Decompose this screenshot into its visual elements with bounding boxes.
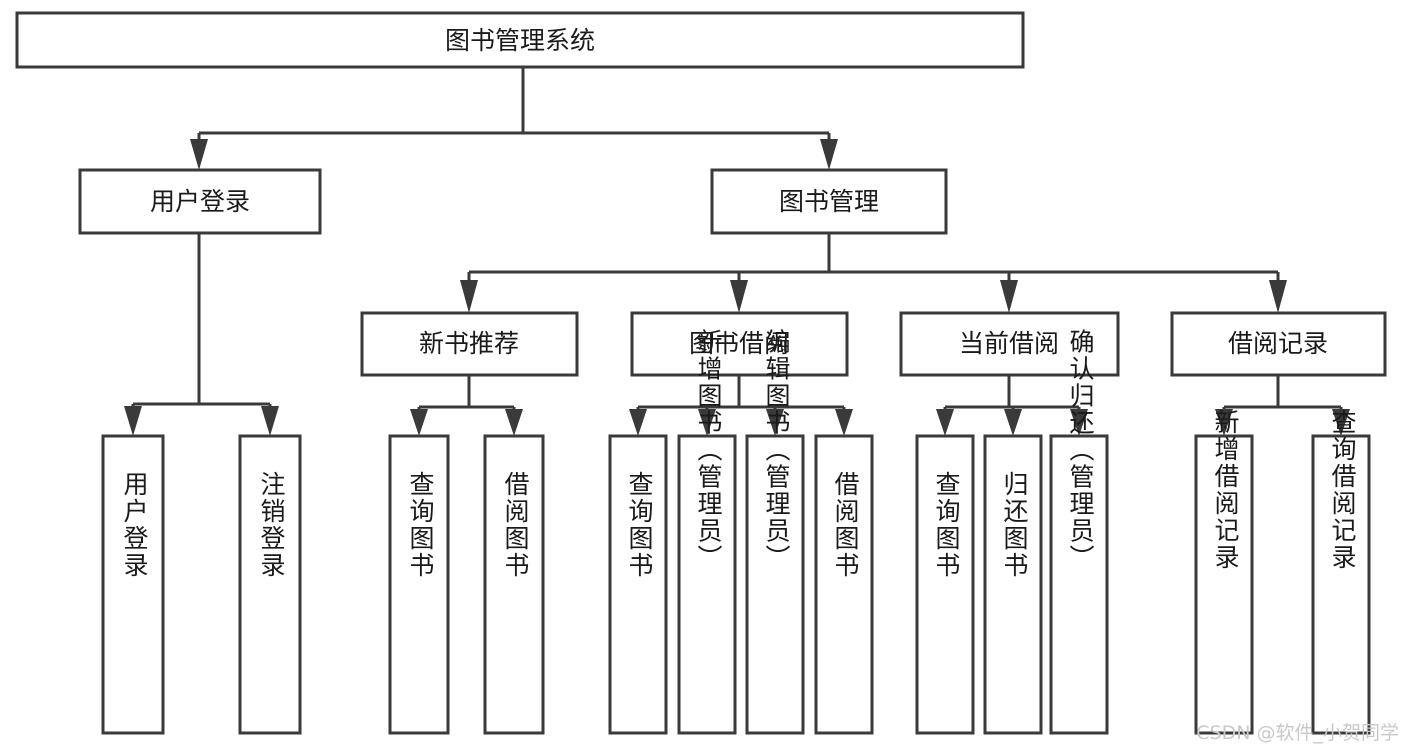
node-leaf-add-book-admin-box[interactable] — [677, 434, 737, 735]
node-book-management[interactable]: 图书管理 — [710, 168, 948, 235]
node-new-book-recommend-box[interactable] — [360, 311, 579, 377]
arrow-book-mgmt-to-new-book — [460, 280, 478, 313]
arrow-new-book-leaf-2 — [505, 409, 523, 436]
arrow-borrow-leaf-1 — [629, 409, 647, 436]
node-leaf-add-book-admin[interactable]: 新增图书（管理员） — [677, 329, 737, 735]
node-leaf-logout[interactable]: 注销登录 — [238, 434, 302, 735]
node-book-borrow[interactable]: 图书借阅 — [630, 311, 849, 377]
arrow-current-leaf-2 — [1004, 409, 1022, 436]
node-leaf-edit-book-admin-box[interactable] — [745, 434, 805, 735]
node-root[interactable]: 图书管理系统 — [15, 11, 1025, 69]
node-book-management-box[interactable] — [710, 168, 948, 235]
node-leaf-logout-box[interactable] — [238, 434, 302, 735]
node-borrow-record-label: 借阅记录 — [1228, 329, 1328, 358]
arrow-book-mgmt-to-record — [1269, 280, 1287, 313]
node-user-login-box[interactable] — [78, 168, 322, 235]
node-current-borrow[interactable]: 当前借阅 — [899, 311, 1120, 377]
node-root-box[interactable] — [15, 11, 1025, 69]
arrow-user-login-leaf-1 — [124, 406, 142, 436]
node-leaf-borrow-book-nb-box[interactable] — [483, 434, 545, 735]
node-leaf-add-borrow-record-box[interactable] — [1194, 434, 1254, 735]
node-current-borrow-box[interactable] — [899, 311, 1120, 377]
node-leaf-borrow-book-nb-label: 借阅图书 — [501, 471, 530, 579]
arrow-record-leaf-1 — [1215, 409, 1233, 436]
node-new-book-recommend[interactable]: 新书推荐 — [360, 311, 579, 377]
node-book-borrow-box[interactable] — [630, 311, 849, 377]
node-leaf-add-borrow-record[interactable]: 新增借阅记录 — [1194, 409, 1254, 735]
node-leaf-borrow-book-bb-label: 借阅图书 — [831, 471, 860, 579]
node-leaf-borrow-book-bb[interactable]: 借阅图书 — [814, 434, 874, 735]
node-leaf-return-book-label: 归还图书 — [1000, 471, 1029, 579]
node-leaf-confirm-return-admin[interactable]: 确认归还（管理员） — [1049, 329, 1109, 735]
node-book-borrow-label: 图书借阅 — [689, 329, 789, 358]
node-current-borrow-label: 当前借阅 — [959, 329, 1059, 358]
node-leaf-query-borrow-record-label: 查询借阅记录 — [1328, 409, 1357, 571]
arrow-new-book-leaf-1 — [410, 409, 428, 436]
node-leaf-borrow-book-bb-box[interactable] — [814, 434, 874, 735]
node-leaf-query-book-cb-label: 查询图书 — [932, 471, 961, 579]
node-leaf-query-book-cb-box[interactable] — [915, 434, 975, 735]
node-user-login-label: 用户登录 — [150, 187, 250, 216]
arrow-user-login-leaf-2 — [261, 406, 279, 436]
node-leaf-query-book-bb-box[interactable] — [608, 434, 668, 735]
node-leaf-add-book-admin-label: 新增图书（管理员） — [694, 329, 723, 572]
node-leaf-query-book-bb-label: 查询图书 — [625, 471, 654, 579]
node-new-book-recommend-label: 新书推荐 — [419, 329, 519, 358]
node-leaf-query-book-nb[interactable]: 查询图书 — [388, 434, 450, 735]
arrow-root-to-book-mgmt — [820, 139, 838, 170]
node-leaf-query-book-nb-label: 查询图书 — [406, 471, 435, 579]
arrow-current-leaf-1 — [936, 409, 954, 436]
node-borrow-record-box[interactable] — [1170, 311, 1387, 377]
arrow-borrow-leaf-3 — [766, 409, 784, 436]
node-leaf-edit-book-admin-label: 编辑图书（管理员） — [762, 329, 791, 572]
node-leaf-logout-label: 注销登录 — [257, 471, 286, 579]
node-root-label: 图书管理系统 — [445, 26, 595, 55]
node-leaf-edit-book-admin[interactable]: 编辑图书（管理员） — [745, 329, 805, 735]
node-leaf-user-login-box[interactable] — [101, 434, 165, 735]
node-leaf-confirm-return-admin-box[interactable] — [1049, 434, 1109, 735]
arrow-current-leaf-3 — [1070, 409, 1088, 436]
arrow-borrow-leaf-4 — [835, 409, 853, 436]
arrow-book-mgmt-to-current — [1000, 280, 1018, 313]
node-borrow-record[interactable]: 借阅记录 — [1170, 311, 1387, 377]
node-book-management-label: 图书管理 — [779, 187, 879, 216]
node-leaf-return-book[interactable]: 归还图书 — [983, 434, 1043, 735]
node-leaf-query-book-cb[interactable]: 查询图书 — [915, 434, 975, 735]
node-leaf-borrow-book-nb[interactable]: 借阅图书 — [483, 434, 545, 735]
node-leaf-add-borrow-record-label: 新增借阅记录 — [1211, 409, 1240, 571]
node-leaf-return-book-box[interactable] — [983, 434, 1043, 735]
node-leaf-query-borrow-record-box[interactable] — [1311, 434, 1371, 735]
node-user-login[interactable]: 用户登录 — [78, 168, 322, 235]
node-leaf-user-login-label: 用户登录 — [120, 471, 149, 579]
node-leaf-confirm-return-admin-label: 确认归还（管理员） — [1066, 329, 1095, 572]
arrow-book-mgmt-to-borrow — [730, 280, 748, 313]
arrow-root-to-user-login — [190, 139, 208, 170]
node-leaf-query-book-nb-box[interactable] — [388, 434, 450, 735]
node-leaf-query-borrow-record[interactable]: 查询借阅记录 — [1311, 409, 1371, 735]
connector-layer — [124, 67, 1350, 436]
node-leaf-user-login[interactable]: 用户登录 — [101, 434, 165, 735]
node-leaf-query-book-bb[interactable]: 查询图书 — [608, 434, 668, 735]
arrow-record-leaf-2 — [1332, 409, 1350, 436]
arrow-borrow-leaf-2 — [698, 409, 716, 436]
